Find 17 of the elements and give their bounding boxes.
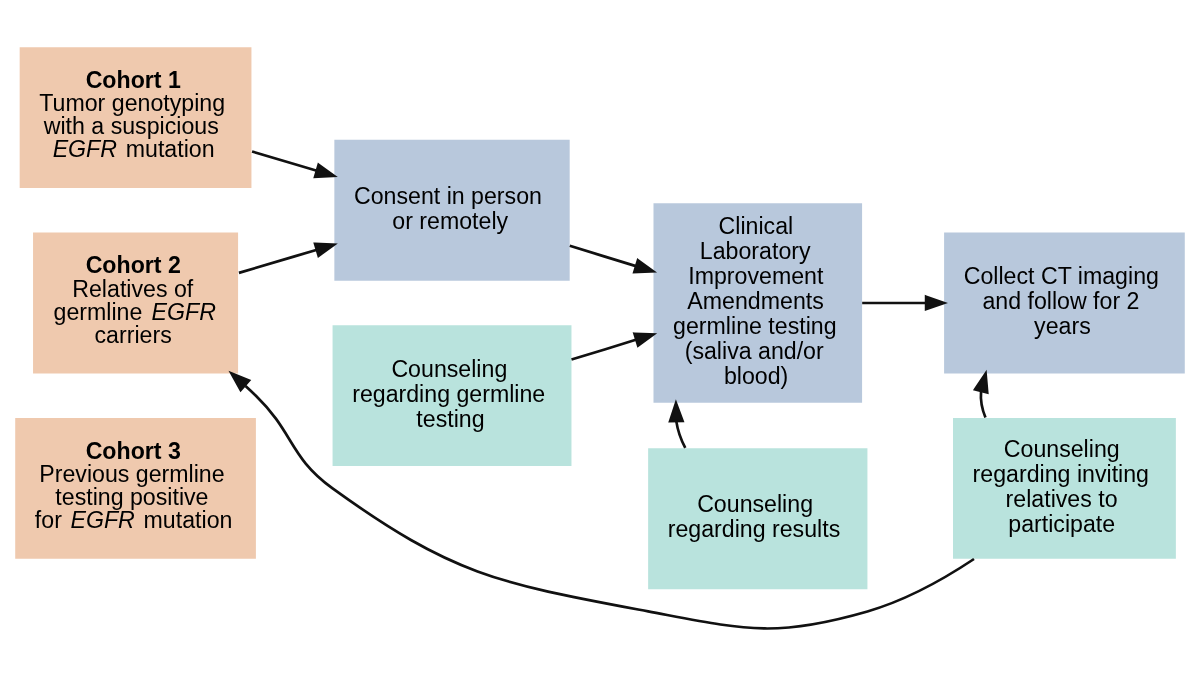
node-box: Cohort 3 Previous germline testing positive for EGFR mutation xyxy=(15,417,256,559)
arrow xyxy=(973,369,989,418)
node-box: Counseling regarding results xyxy=(648,447,868,589)
node-box: Cohort 2 Relatives of germline EGFR carriers xyxy=(33,232,239,373)
arrow xyxy=(228,370,975,630)
arrow xyxy=(251,149,338,178)
node-box: Consent in person or remotely xyxy=(334,139,570,281)
node-box: Counseling regarding germline testing xyxy=(332,324,572,466)
node-box: Cohort 1 Tumor genotyping with a suspicious EGFR mutation xyxy=(19,46,252,188)
arrow xyxy=(862,294,948,311)
arrow xyxy=(569,244,658,274)
node-box: Clinical Laboratory Improvement Amendments germline testing (saliva and/or blood) xyxy=(653,202,863,403)
arrow xyxy=(668,398,687,448)
arrow xyxy=(238,241,338,274)
node-box: Counseling regarding inviting relatives to participate xyxy=(953,417,1176,559)
arrow xyxy=(571,331,658,361)
node-box: Collect CT imaging and follow for 2 years xyxy=(944,232,1185,373)
